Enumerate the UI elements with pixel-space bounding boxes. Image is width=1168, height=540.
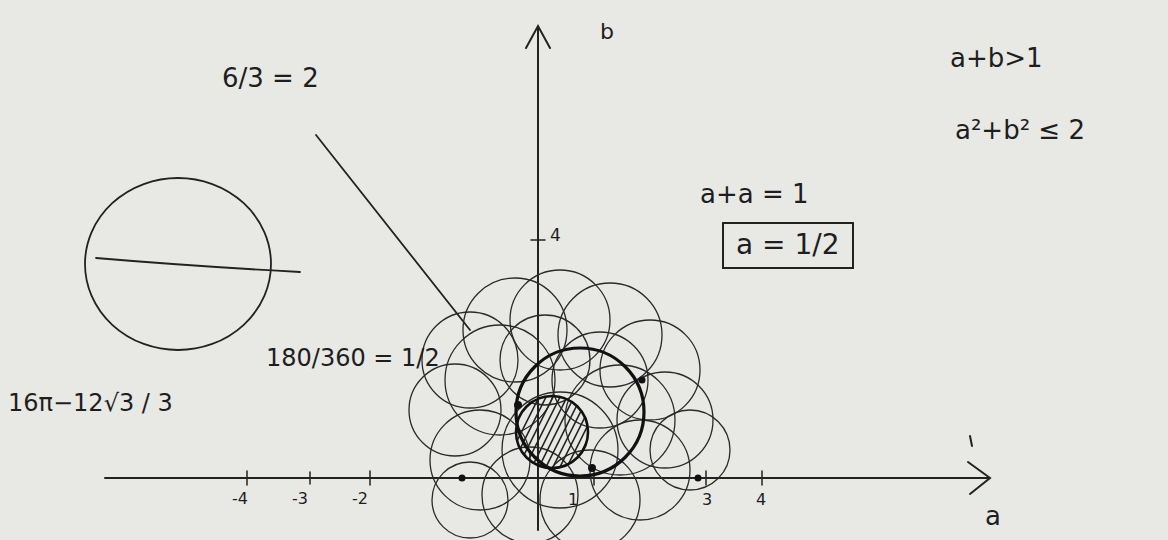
scribble-circle (617, 372, 713, 468)
handwritten-note: a+a = 1 (700, 180, 809, 209)
handwritten-note: -4 (232, 490, 248, 508)
handwritten-note: a+b>1 (950, 44, 1043, 73)
handwritten-note: 1 (568, 491, 578, 509)
circle-scribble (409, 270, 730, 540)
axis-arrow (968, 462, 990, 494)
hatch-line (577, 395, 617, 475)
hatch-line (570, 395, 610, 475)
leader-line (316, 135, 470, 330)
handwritten-note: -2 (352, 490, 368, 508)
handwritten-note: 3 (702, 491, 712, 509)
handwritten-note: b (600, 20, 614, 44)
boxed-answer: a = 1/2 (736, 230, 840, 261)
points (459, 377, 702, 482)
main-circle (516, 348, 644, 476)
handwritten-note: -3 (292, 490, 308, 508)
handwritten-note: 180/360 = 1/2 (266, 345, 440, 371)
handwritten-note: a²+b² ≤ 2 (955, 116, 1085, 145)
scribble-circle (565, 365, 675, 475)
scribble-circle (650, 410, 730, 490)
handwritten-note: 16π−12√3 / 3 (8, 390, 173, 416)
hatch-line (556, 395, 596, 475)
handwritten-note: a (985, 502, 1001, 531)
inner-circle (516, 396, 588, 468)
pen-mark (970, 436, 972, 446)
scribble-circle (430, 410, 530, 510)
scribble-circle (432, 462, 508, 538)
handwritten-note: 4 (756, 491, 766, 509)
hatch-line (591, 395, 631, 475)
chord-line (96, 258, 300, 272)
scribble-circle (502, 392, 618, 508)
a-axis (105, 477, 988, 479)
scribble-circle (409, 364, 501, 456)
handwritten-note: 4 (550, 226, 561, 245)
answer-box: a = 1/2 (722, 222, 854, 269)
scribble-circle (445, 325, 555, 435)
handwritten-note: 6/3 = 2 (222, 64, 319, 93)
axis-arrow (526, 26, 550, 48)
